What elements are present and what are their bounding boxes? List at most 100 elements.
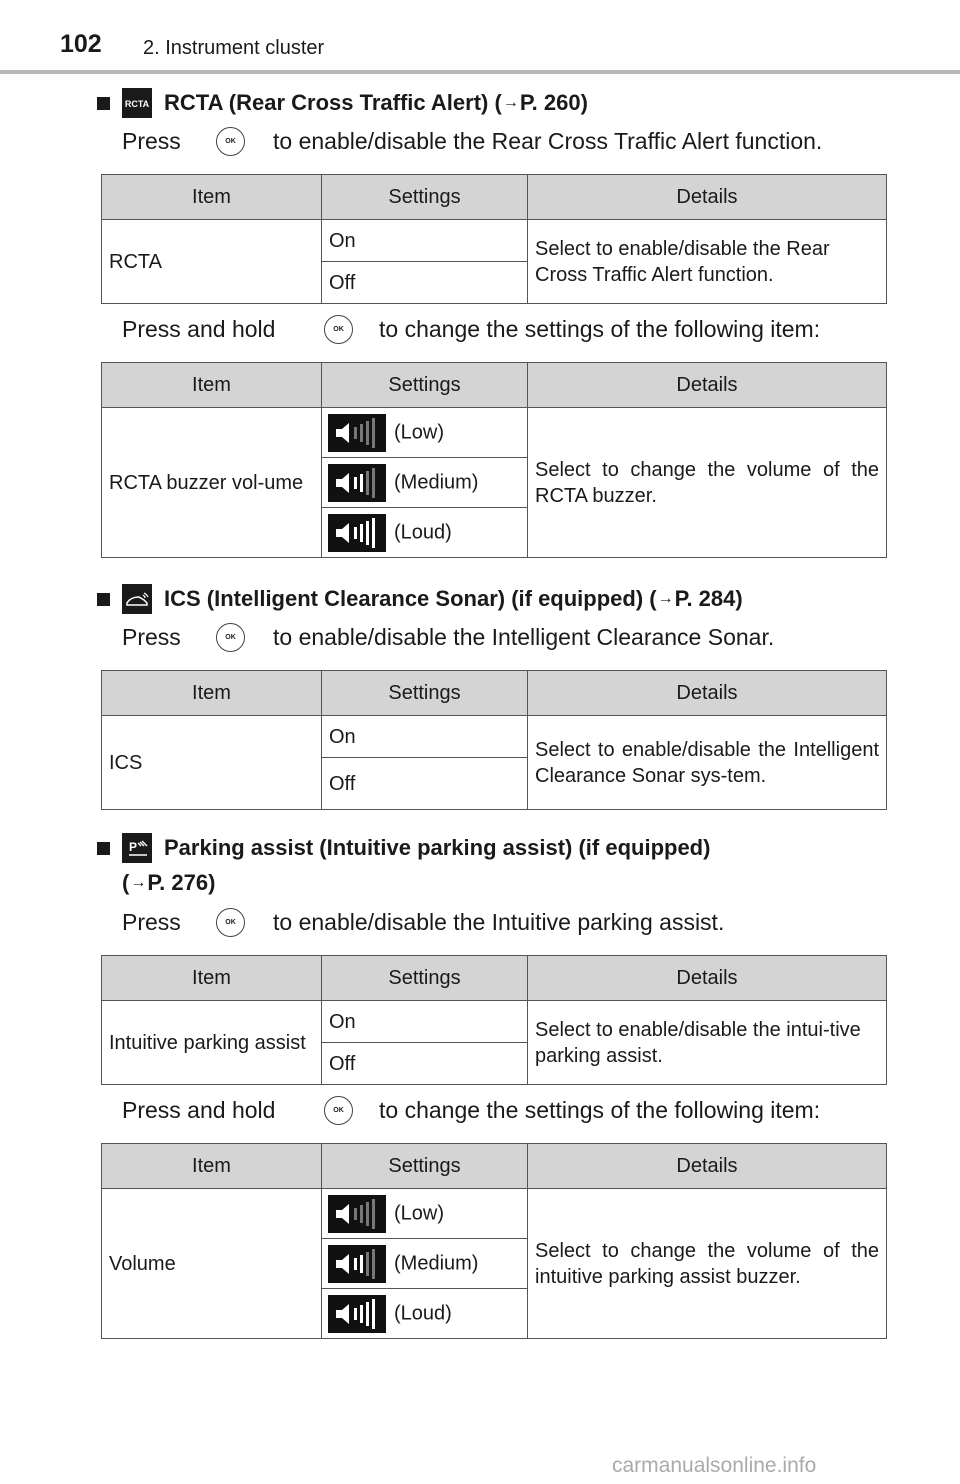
instruction-text: to enable/disable the Rear Cross Traffic… [273,128,823,154]
section-title: RCTA (Rear Cross Traffic Alert) ( [164,90,502,115]
speaker-volume-icon [328,1294,386,1333]
ok-button-icon: OK [324,1096,353,1125]
column-header: Settings [321,955,528,1001]
instruction-press: Press [122,624,181,650]
table-row: RCTA On Select to enable/disable the Rea… [101,219,887,304]
setting-cell: Off [321,1042,528,1085]
table-row: (Loud) [102,1288,887,1339]
ok-button-icon: OK [324,315,353,344]
settings-table-volume: Item Settings Details Volume (Low) Selec… [101,1143,887,1339]
table-row: Off [102,1042,887,1085]
setting-cell: Off [321,261,528,304]
table-row: Off [102,757,887,810]
instruction-press: Press [122,909,181,935]
table-header-row: Item Settings Details [101,362,887,408]
setting-label: (Medium) [394,470,479,493]
speaker-volume-icon [328,1194,386,1233]
setting-label: (Medium) [394,1251,479,1274]
table-header-row: Item Settings Details [101,670,887,716]
setting-cell: (Loud) [321,507,528,558]
page-reference: P. 284) [674,586,743,611]
bullet-square-icon [97,592,110,606]
table-row: Intuitive parking assist On Select to en… [101,1000,887,1085]
table-row: (Medium) [102,1238,887,1289]
paren-open: ( [122,870,130,895]
setting-cell: (Loud) [321,1288,528,1339]
bullet-square-icon [97,841,110,855]
settings-table-rcta-buzzer: Item Settings Details RCTA buzzer vol-um… [101,362,887,558]
speaker-volume-icon [328,413,386,452]
column-header: Details [527,670,887,716]
column-header: Settings [321,1143,528,1189]
page-header: 102 2. Instrument cluster [0,0,960,74]
column-header: Item [101,670,322,716]
table-row: Off [102,261,887,304]
page-reference: P. 276) [147,870,216,895]
section-heading-ics: ICS (Intelligent Clearance Sonar) (if eq… [97,584,743,614]
arrow-right-icon: → [130,874,147,891]
column-header: Item [101,955,322,1001]
speaker-volume-icon [328,513,386,552]
bullet-square-icon [97,96,110,110]
page-reference: P. 260) [519,90,588,115]
page-number: 102 [60,30,102,58]
watermark: carmanualsonline.info [612,1454,817,1477]
item-cell: Intuitive parking assist [101,1000,322,1085]
item-cell: ICS [101,715,322,810]
ok-button-icon: OK [216,623,245,652]
setting-cell: On [321,1000,528,1043]
instruction-text: to enable/disable the Intuitive parking … [273,909,725,935]
setting-cell: (Medium) [321,1238,528,1289]
setting-label: (Low) [394,1201,445,1224]
column-header: Details [527,955,887,1001]
column-header: Details [527,174,887,220]
ok-button-icon: OK [216,908,245,937]
speaker-volume-icon [328,463,386,502]
table-header-row: Item Settings Details [101,1143,887,1189]
column-header: Item [101,1143,322,1189]
setting-cell: (Medium) [321,457,528,508]
header-rule [0,70,960,74]
details-cell: Select to change the volume of the intui… [527,1188,887,1339]
item-cell: RCTA buzzer vol-ume [101,407,322,558]
rcta-icon: RCTA [122,88,152,118]
section-heading-rcta: RCTA RCTA (Rear Cross Traffic Alert) ( →… [97,88,588,118]
table-row: RCTA buzzer vol-ume (Low) Select to chan… [101,407,887,558]
setting-label: (Loud) [394,520,452,543]
table-header-row: Item Settings Details [101,955,887,1001]
settings-table-rcta: Item Settings Details RCTA On Select to … [101,174,887,304]
parking-assist-icon: P [122,833,152,863]
details-cell: Select to change the volume of the RCTA … [527,407,887,558]
column-header: Details [527,1143,887,1189]
svg-text:RCTA: RCTA [125,99,150,109]
instruction-press: Press [122,126,181,156]
setting-cell: Off [321,757,528,810]
instruction-text: to change the settings of the following … [379,1097,821,1123]
table-row: (Loud) [102,507,887,558]
item-cell: RCTA [101,219,322,304]
column-header: Settings [321,174,528,220]
settings-table-parking-assist: Item Settings Details Intuitive parking … [101,955,887,1085]
svg-text:P: P [129,840,137,854]
column-header: Settings [321,670,528,716]
section-title: ICS (Intelligent Clearance Sonar) (if eq… [164,586,657,611]
item-cell: Volume [101,1188,322,1339]
speaker-volume-icon [328,1244,386,1283]
table-row: ICS On Select to enable/disable the Inte… [101,715,887,810]
section-heading-parking-assist: P Parking assist (Intuitive parking assi… [97,833,710,863]
details-cell: Select to enable/disable the Intelligent… [527,715,887,810]
press-label: Press [122,128,181,154]
column-header: Item [101,362,322,408]
ok-button-icon: OK [216,127,245,156]
setting-label: (Loud) [394,1301,452,1324]
setting-cell: (Low) [321,1188,528,1239]
column-header: Settings [321,362,528,408]
ics-icon [122,584,152,614]
instruction-press-hold: Press and hold [122,316,276,342]
instruction-press-hold: Press and hold [122,1097,276,1123]
column-header: Details [527,362,887,408]
setting-cell: On [321,715,528,758]
table-row: Volume (Low) Select to change the volume… [101,1188,887,1339]
column-header: Item [101,174,322,220]
setting-label: (Low) [394,420,445,443]
